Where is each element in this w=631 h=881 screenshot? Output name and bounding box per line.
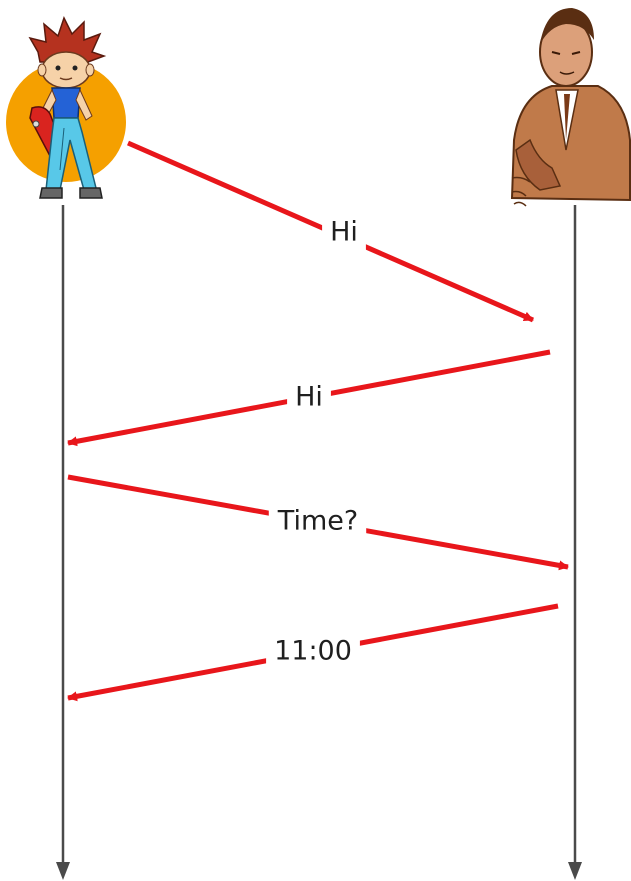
message-label: 11:00: [274, 636, 352, 667]
businessman-icon: [512, 8, 630, 206]
boy-with-skateboard-icon: [6, 18, 126, 198]
message-1: Hi: [128, 143, 533, 320]
message-label: Time?: [277, 506, 358, 537]
message-label: Hi: [330, 217, 358, 248]
lifeline-right-arrowhead: [568, 862, 582, 880]
message-3: Time?: [68, 477, 568, 567]
message-2: Hi: [68, 352, 550, 443]
lifeline-left-arrowhead: [56, 862, 70, 880]
message-label: Hi: [295, 382, 323, 413]
message-4: 11:00: [68, 606, 558, 698]
